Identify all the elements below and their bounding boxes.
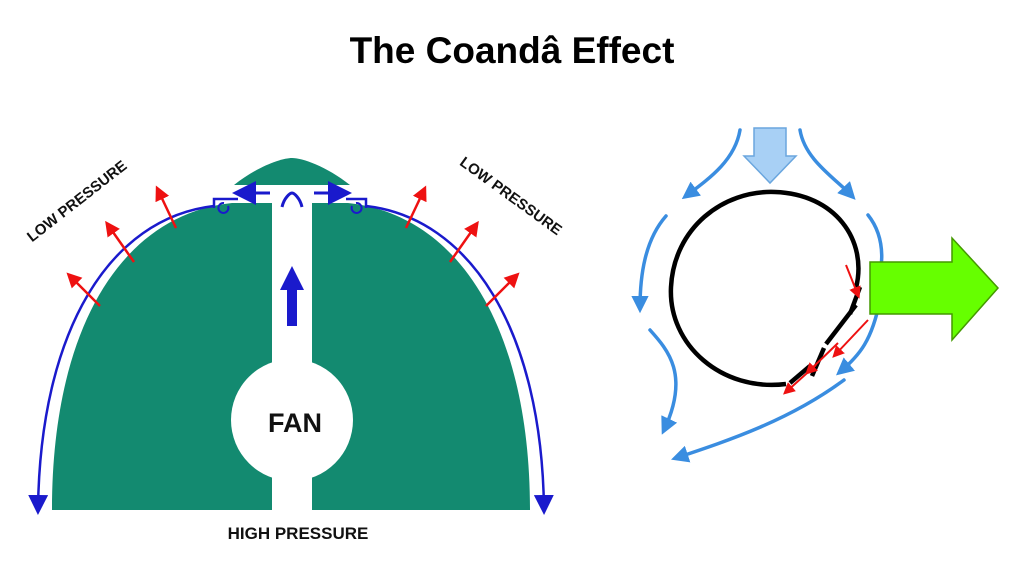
dome-body	[52, 203, 530, 510]
vortex-icon-right	[350, 201, 363, 214]
page-title: The Coandâ Effect	[349, 30, 675, 71]
surface-flow-right	[365, 204, 554, 515]
cylinder-flow-diagram	[631, 127, 1000, 463]
duct-airflow-arrow	[280, 266, 304, 326]
high-pressure-label: HIGH PRESSURE	[228, 524, 369, 543]
surface-red-arrows	[783, 264, 869, 395]
fan-label: FAN	[268, 408, 322, 438]
fan-dome-diagram: FAN LO	[24, 154, 565, 543]
output-force-arrow	[869, 236, 1000, 342]
fan-circle	[231, 359, 353, 481]
input-flow-arrow	[742, 127, 798, 185]
low-pressure-arrows	[66, 185, 520, 307]
outlet-jet-arrows	[212, 181, 368, 208]
dome-top-cap	[234, 158, 350, 185]
cylinder-outline	[668, 189, 861, 388]
cylinder-flap-marks	[788, 286, 863, 385]
vortex-icon-left	[217, 201, 230, 214]
streamlines	[631, 128, 888, 463]
low-pressure-label-right: LOW PRESSURE	[456, 154, 564, 239]
